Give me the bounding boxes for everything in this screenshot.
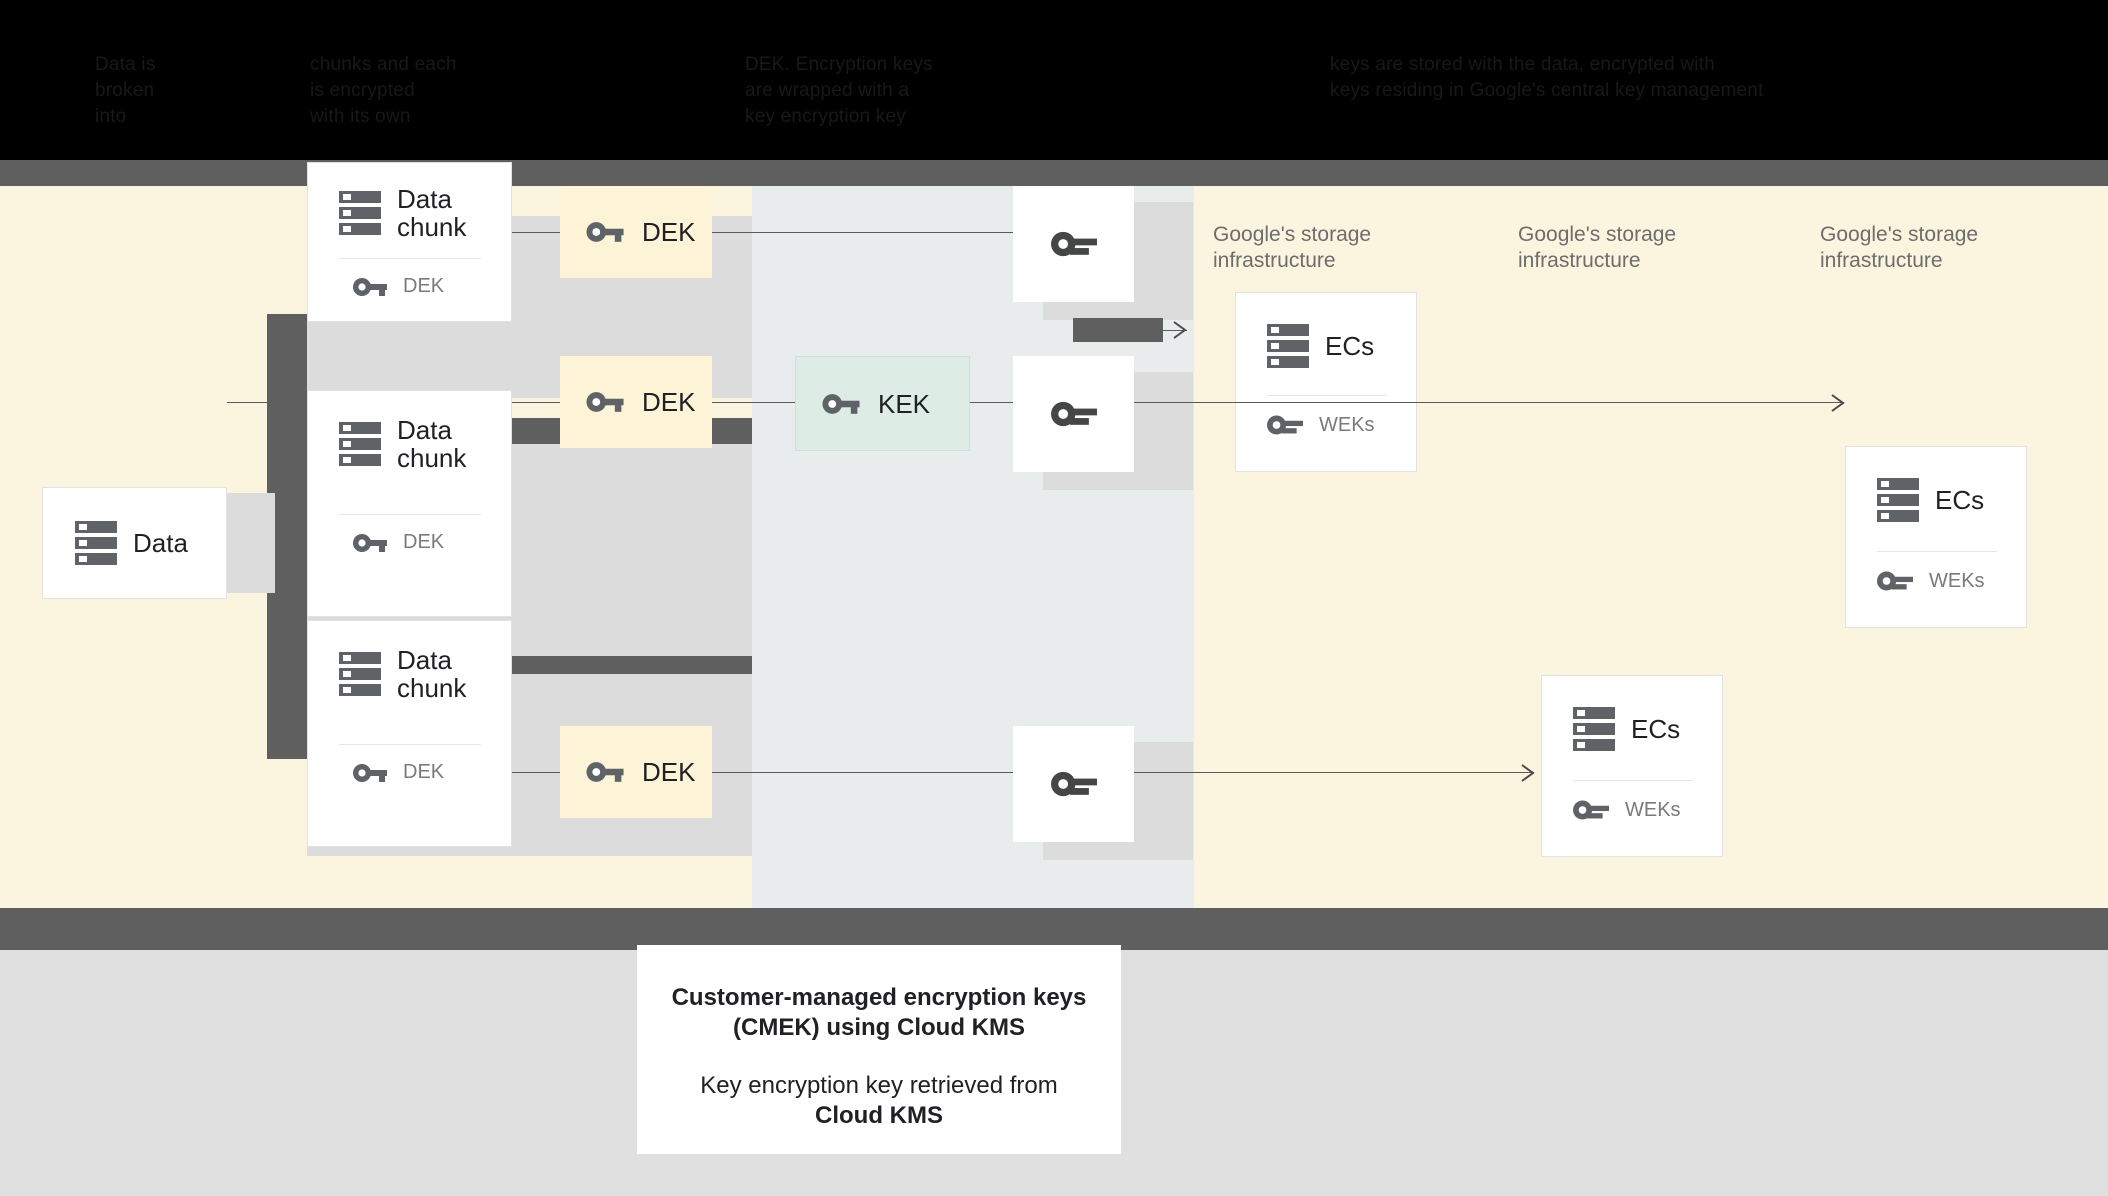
arrow-head-2	[1831, 394, 1845, 412]
caption-title-line1: Customer-managed encryption keys	[671, 984, 1087, 1011]
key-icon	[1050, 769, 1097, 799]
chunk-card-title: Data chunk	[397, 415, 467, 473]
dek-box-label: DEK	[642, 387, 696, 417]
data-card-label: Data	[133, 528, 188, 558]
storage-caption-3: Google's storage infrastructure	[1820, 223, 1979, 272]
card-divider	[1573, 780, 1693, 781]
key-icon	[353, 532, 387, 554]
key-icon	[586, 220, 624, 244]
chunk3-to-dek3-line	[512, 772, 560, 773]
ec-card-key-label: WEKs	[1319, 413, 1375, 436]
chunk1-to-dek1-line	[512, 232, 560, 233]
caption-title-line2: (CMEK) using Cloud KMS	[733, 1014, 1025, 1041]
dek-box-1[interactable]: DEK	[560, 186, 712, 278]
ec-card-2[interactable]: ECs WEKs	[1541, 675, 1723, 857]
key-icon	[1267, 413, 1303, 437]
dek-box-label: DEK	[642, 757, 696, 787]
wek-square-3[interactable]	[1013, 726, 1134, 842]
ec-card-key-label: WEKs	[1929, 569, 1985, 592]
chunk-card-title: Data chunk	[397, 645, 467, 703]
chunk-card-key-label: DEK	[403, 761, 445, 783]
kek-box[interactable]: KEK	[795, 356, 970, 451]
data-to-fanout-line	[227, 402, 269, 403]
caption-body-line1: Key encryption key retrieved from	[700, 1072, 1058, 1099]
ec-card-title: ECs	[1325, 331, 1375, 361]
chunk-card-2[interactable]: Data chunk DEK	[307, 390, 512, 617]
key-icon	[1877, 569, 1913, 593]
key-icon	[353, 762, 387, 784]
header-text-column-3: DEK. Encryption keys are wrapped with a …	[745, 54, 933, 127]
arrow-head-3	[1521, 764, 1535, 782]
stack-icon	[339, 651, 381, 697]
kek-box-label: KEK	[878, 388, 931, 419]
wek3-to-ec2-line	[1134, 772, 1534, 773]
stack-icon	[339, 190, 381, 236]
obscured-header-band: Data is broken into chunks and each is e…	[0, 0, 2108, 160]
bottom-divider-bar	[0, 908, 2108, 950]
wek2-to-ec3-line	[1134, 402, 1844, 403]
data-card[interactable]: Data	[42, 487, 227, 599]
ec-card-title: ECs	[1631, 714, 1681, 744]
chunk-card-key-label: DEK	[403, 275, 445, 297]
key-icon	[1050, 229, 1097, 259]
storage-caption-1: Google's storage infrastructure	[1213, 223, 1372, 272]
stack-icon	[1573, 706, 1615, 752]
wek1-arrow-line	[1163, 330, 1187, 331]
card-divider	[1877, 551, 1997, 552]
header-text-column-2: chunks and each is encrypted with its ow…	[310, 54, 457, 127]
ec-card-key-label: WEKs	[1625, 798, 1681, 821]
stack-icon	[339, 421, 381, 467]
card-divider	[339, 258, 481, 259]
ec-card-title: ECs	[1935, 485, 1985, 515]
key-icon	[1573, 798, 1609, 822]
header-text-column-1: Data is broken into	[95, 54, 156, 127]
chunk-card-1[interactable]: Data chunk DEK	[307, 162, 512, 322]
chunk-card-3[interactable]: Data chunk DEK	[307, 620, 512, 847]
caption-body-line2: Cloud KMS	[815, 1102, 943, 1129]
key-icon	[586, 390, 624, 414]
card-divider	[1267, 395, 1387, 396]
header-text-column-4: keys are stored with the data, encrypted…	[1330, 54, 1764, 101]
storage-caption-2: Google's storage infrastructure	[1518, 223, 1677, 272]
wek-square-2[interactable]	[1013, 356, 1134, 472]
key-icon	[353, 276, 387, 298]
stack-icon	[1267, 323, 1309, 369]
chunk-card-title: Data chunk	[397, 184, 467, 242]
main-canvas: Data Data chunk	[0, 162, 2108, 908]
key-icon	[586, 760, 624, 784]
chunk2-to-dek2-line	[512, 402, 560, 403]
dek-box-label: DEK	[642, 217, 696, 247]
key-icon	[822, 392, 860, 416]
card-divider	[339, 514, 481, 515]
ec-card-3[interactable]: ECs WEKs	[1845, 446, 2027, 628]
dek-box-2[interactable]: DEK	[560, 356, 712, 448]
dek3-to-wek3-line	[712, 772, 1013, 773]
arrow-head-1	[1173, 321, 1187, 339]
stack-icon	[75, 520, 117, 566]
caption-card: Customer-managed encryption keys (CMEK) …	[637, 945, 1121, 1154]
wek1-to-ec1-connector	[1073, 318, 1163, 342]
wek-square-1[interactable]	[1013, 186, 1134, 302]
dek1-to-wek1-line	[712, 232, 1013, 233]
stack-icon	[1877, 477, 1919, 523]
dek-box-3[interactable]: DEK	[560, 726, 712, 818]
ec-card-1[interactable]: ECs WEKs	[1235, 292, 1417, 472]
chunk-card-key-label: DEK	[403, 531, 445, 553]
card-divider	[339, 744, 481, 745]
key-icon	[1050, 399, 1097, 429]
